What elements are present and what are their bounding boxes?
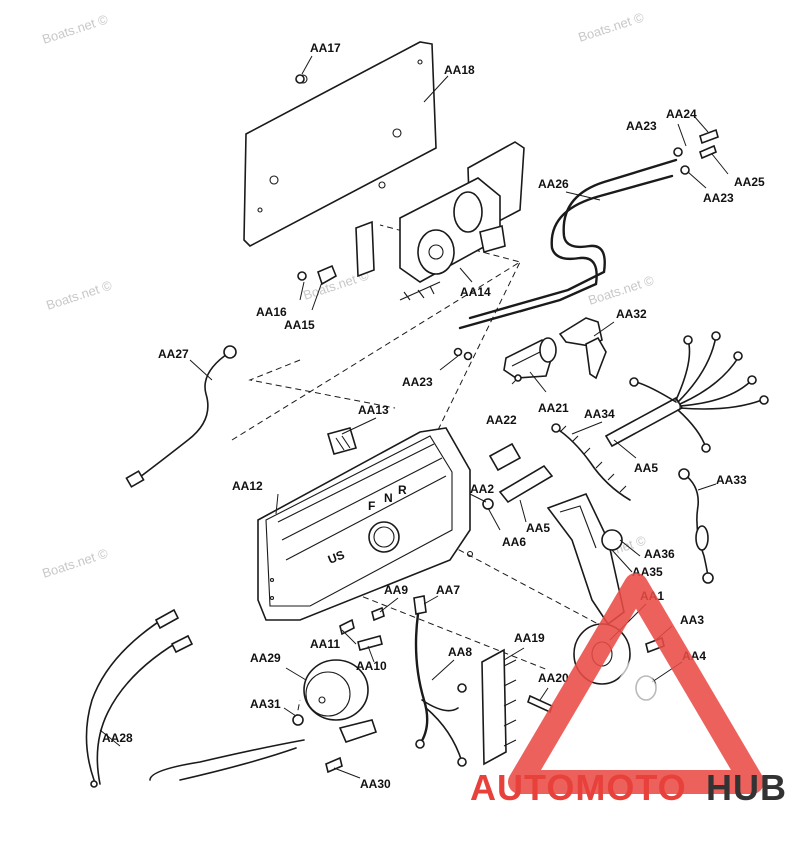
label-aa27: AA27 [158,347,189,361]
box-fasteners [339,606,385,651]
label-aa34: AA34 [584,407,615,421]
label-aa19: AA19 [514,631,545,645]
label-aa20: AA20 [538,671,569,685]
label-aa29: AA29 [250,651,281,665]
logo-word-hub: HUB [706,767,787,808]
label-aa36: AA36 [644,547,675,561]
trim-harness [413,595,467,767]
bracket-piece-aa15 [317,264,338,286]
label-aa18: AA18 [444,63,475,77]
label-aa23-right: AA23 [703,191,734,205]
label-aa14: AA14 [460,285,491,299]
label-aa28: AA28 [102,731,133,745]
label-aa16: AA16 [256,305,287,319]
label-aa23-top: AA23 [626,119,657,133]
cable-end-hardware [673,128,719,175]
label-aa15: AA15 [284,318,315,332]
screw-aa20 [527,694,553,714]
label-aa30: AA30 [360,777,391,791]
label-aa2: AA2 [470,482,494,496]
watermark: Boats.net © [40,545,110,580]
clip-aa13 [326,427,358,455]
logo-triangle-icon [508,573,764,794]
label-aa25: AA25 [734,175,765,189]
label-aa17: AA17 [310,41,341,55]
label-aa22: AA22 [486,413,517,427]
control-mechanism [355,141,525,301]
label-aa7: AA7 [436,583,460,597]
label-aa5-center: AA5 [526,521,550,535]
main-harness [604,331,769,453]
label-aa24: AA24 [666,107,697,121]
gauge-hardware [292,714,343,774]
label-aa6: AA6 [502,535,526,549]
shift-letter-r: R [398,483,407,497]
label-aa31: AA31 [250,697,281,711]
lanyard-wire [125,345,237,488]
label-aa13: AA13 [358,403,389,417]
label-aa21: AA21 [538,401,569,415]
small-parts-center [482,442,554,510]
screw-aa17 [295,74,305,84]
label-aa12: AA12 [232,479,263,493]
nut-aa16 [297,271,307,281]
trim-gauge [303,659,378,743]
leader-lines [99,55,729,779]
part-labels: AA17 AA18 AA24 AA23 AA25 AA23 AA26 AA14 … [102,41,765,791]
mounting-plate [243,41,437,247]
label-aa32: AA32 [616,307,647,321]
terminal-block [481,648,517,766]
label-aa3: AA3 [680,613,704,627]
label-aa8: AA8 [448,645,472,659]
small-hardware-center [453,347,522,382]
trim-wire [551,423,631,501]
control-box: F N R US [257,427,474,621]
label-aa9: AA9 [384,583,408,597]
box-brand-logo: US [326,548,347,567]
gauge-wires [85,608,305,788]
label-aa5-right: AA5 [634,461,658,475]
label-aa26: AA26 [538,177,569,191]
ignition-keys [558,317,607,380]
watermark: Boats.net © [576,9,646,44]
label-aa23-center: AA23 [402,375,433,389]
label-aa11: AA11 [310,637,340,651]
shift-letter-f: F [368,499,375,513]
shift-letter-n: N [384,491,393,505]
control-cables [458,158,678,330]
logo-word-automoto: AUTOMOTO [470,767,687,808]
watermark: Boats.net © [40,11,110,46]
automotohub-logo: AUTOMOTO HUB [470,573,787,808]
label-aa10: AA10 [356,659,387,673]
ignition-switch [503,337,557,379]
label-aa33: AA33 [716,473,747,487]
neutral-switch-harness [678,468,714,584]
watermark: Boats.net © [44,277,114,312]
